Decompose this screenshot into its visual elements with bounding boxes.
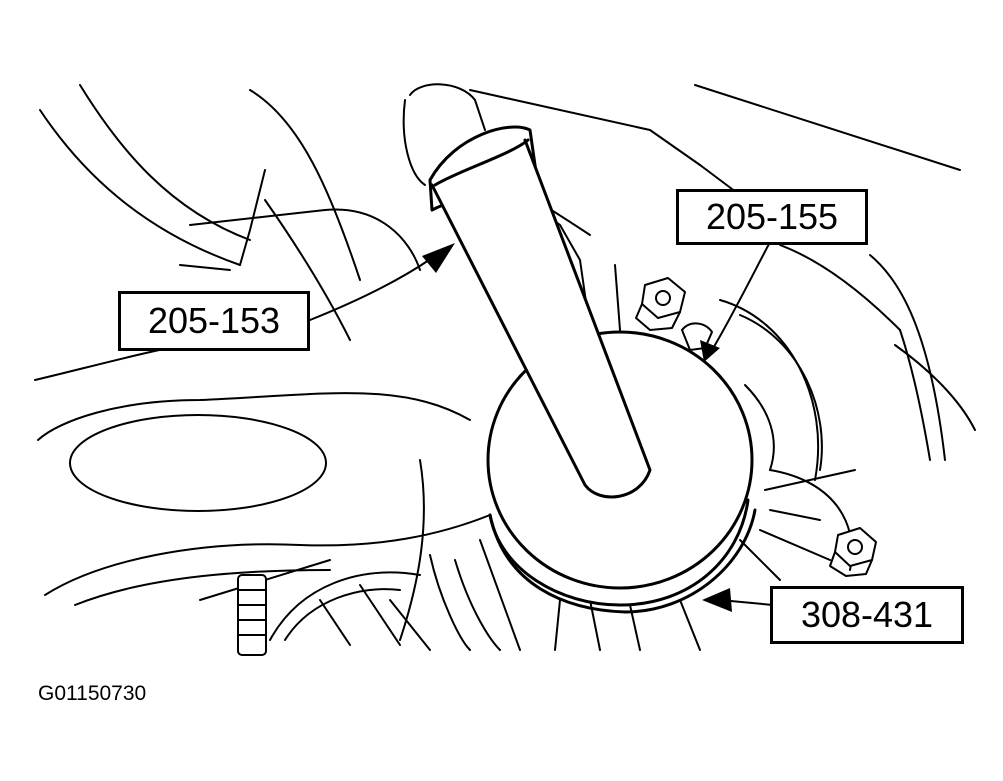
stud xyxy=(237,574,267,656)
handle-tool-205-153 xyxy=(402,83,652,499)
arrowhead-308-431 xyxy=(702,588,732,612)
wheel-hub xyxy=(269,539,701,651)
upper-bolt xyxy=(635,277,686,331)
oval-cutout xyxy=(69,414,327,512)
figure-id: G01150730 xyxy=(38,682,147,705)
arrowheads xyxy=(422,243,732,612)
callout-308-431-label: 308-431 xyxy=(800,594,934,635)
callout-308-431: 308-431 xyxy=(770,586,964,644)
callout-205-153: 205-153 xyxy=(118,291,310,351)
arrowhead-205-155 xyxy=(700,340,720,362)
arrowhead-205-153 xyxy=(422,243,455,273)
callout-205-155-label: 205-155 xyxy=(705,196,839,237)
lower-bolt xyxy=(829,527,877,577)
callout-205-155: 205-155 xyxy=(676,189,868,245)
callout-205-153-label: 205-153 xyxy=(147,300,281,341)
